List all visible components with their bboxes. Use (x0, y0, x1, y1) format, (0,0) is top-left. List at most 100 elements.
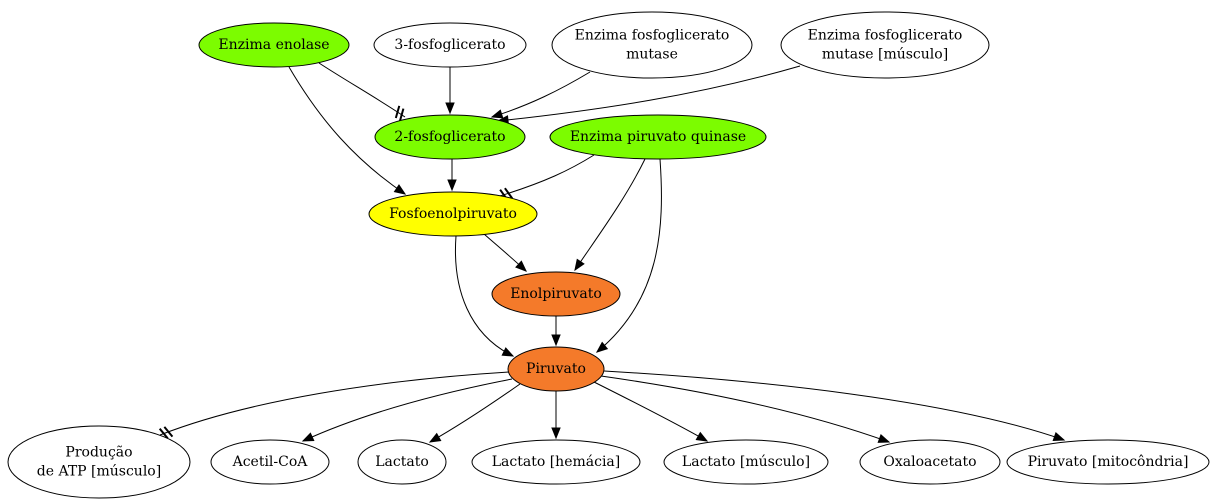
edge-line (288, 66, 406, 195)
node-label: Piruvato (526, 361, 586, 377)
node-label: mutase (626, 47, 678, 63)
edge-piruvato_quinase-to-enolpiruvato (574, 158, 646, 272)
node-shape (373, 22, 527, 68)
arrowhead (515, 260, 527, 272)
node-label: Enolpiruvato (510, 286, 602, 302)
arrowhead (574, 258, 585, 272)
node-label: Produção (65, 445, 132, 461)
inhibit-mark (399, 108, 405, 122)
node-piruvato: Piruvato (507, 346, 605, 392)
node-label: Enzima fosfoglicerato (808, 28, 963, 44)
edge-line (600, 375, 890, 443)
node-lactato: Lactato (357, 439, 447, 485)
node-fosfoglicerato2: 2-fosfoglicerato (374, 114, 526, 160)
inhibit-mark (163, 426, 174, 438)
arrowhead (551, 427, 561, 440)
inhibit-mark (504, 187, 514, 200)
node-producao-atp: Produção de ATP [músculo] (7, 425, 191, 499)
edge-line (603, 370, 1065, 441)
edge-piruvato-to-lactato_hemacia (551, 391, 561, 440)
node-label: mutase [músculo] (822, 47, 948, 63)
edge-line (574, 158, 646, 271)
node-piruvato-mitocondria: Piruvato [mitocôndria] (1006, 439, 1210, 485)
node-label: de ATP [músculo] (37, 464, 161, 480)
edge-piruvato-to-acetil_coa (301, 378, 513, 442)
node-shape (198, 22, 350, 68)
node-lactato-musculo: Lactato [músculo] (663, 439, 829, 485)
inhibit-mark (394, 105, 401, 119)
node-label: Enzima enolase (218, 37, 329, 53)
edge-enolase-to-fosfoenolpiruvato (288, 66, 407, 195)
edge-enolase-to-fosfoglicerato2 (318, 62, 406, 122)
node-label: Lactato [hemácia] (492, 454, 620, 470)
edge-fosfoglicerato2-to-fosfoenolpiruvato (447, 159, 457, 192)
edges-layer (158, 62, 1066, 443)
edge-line (159, 371, 510, 436)
node-shape (507, 346, 605, 392)
node-piruvato-quinase: Enzima piruvato quinase (549, 114, 767, 160)
node-label: Fosfoenolpiruvato (389, 206, 517, 222)
edge-piruvato_quinase-to-piruvato (595, 158, 662, 353)
node-mutase-musculo: Enzima fosfoglicerato mutase [músculo] (780, 11, 990, 79)
arrowhead (501, 347, 515, 357)
arrowhead (877, 433, 891, 443)
edge-piruvato_quinase-to-fosfoenolpiruvato (499, 154, 595, 201)
edge-enolpiruvato-to-piruvato (551, 316, 561, 347)
edge-line (429, 383, 521, 443)
node-shape (7, 425, 191, 499)
edge-fosfoglicerato3-to-fosfoglicerato2 (445, 67, 455, 115)
edge-fosfoenolpiruvato-to-piruvato (454, 235, 515, 357)
node-shape (780, 11, 990, 79)
node-enolpiruvato: Enolpiruvato (491, 271, 621, 317)
arrowhead (595, 341, 609, 353)
node-shape (1006, 439, 1210, 485)
node-mutase: Enzima fosfoglicerato mutase (551, 11, 753, 79)
node-label: Enzima piruvato quinase (570, 129, 746, 145)
edge-line (454, 235, 514, 357)
node-shape (663, 439, 829, 485)
node-fosfoenolpiruvato: Fosfoenolpiruvato (368, 191, 538, 237)
inhibit-mark (158, 428, 169, 440)
edge-line (302, 378, 513, 442)
edge-piruvato-to-lactato_musculo (593, 381, 709, 442)
edge-line (497, 65, 801, 122)
edge-line (318, 62, 406, 118)
node-label: 3-fosfoglicerato (394, 37, 505, 53)
arrowhead (428, 432, 442, 443)
edge-line (596, 158, 662, 353)
node-shape (471, 439, 641, 485)
edge-piruvato-to-producao_atp (158, 371, 510, 440)
edge-line (593, 381, 708, 442)
node-label: Enzima fosfoglicerato (575, 28, 730, 44)
arrowhead (445, 102, 455, 115)
node-enolase: Enzima enolase (198, 22, 350, 68)
node-shape (859, 439, 1001, 485)
node-lactato-hemacia: Lactato [hemácia] (471, 439, 641, 485)
node-shape (551, 11, 753, 79)
arrowhead (1052, 432, 1066, 441)
node-label: 2-fosfoglicerato (394, 129, 505, 145)
arrowhead (490, 109, 504, 119)
edge-fosfoenolpiruvato-to-enolpiruvato (483, 233, 527, 272)
arrowhead (447, 179, 457, 192)
arrowhead (695, 431, 709, 442)
node-oxaloacetato: Oxaloacetato (859, 439, 1001, 485)
node-shape (210, 439, 330, 485)
node-shape (357, 439, 447, 485)
nodes-layer: Enzima enolase 3-fosfoglicerato Enzima fos… (7, 11, 1210, 499)
edge-line (499, 154, 595, 197)
node-label: Piruvato [mitocôndria] (1028, 454, 1189, 470)
node-shape (374, 114, 526, 160)
node-shape (491, 271, 621, 317)
node-label: Oxaloacetato (883, 454, 976, 470)
node-label: Acetil-CoA (232, 454, 309, 470)
edge-line (491, 71, 591, 118)
edge-piruvato-to-lactato (428, 383, 521, 443)
node-acetil-coa: Acetil-CoA (210, 439, 330, 485)
node-shape (549, 114, 767, 160)
node-fosfoglicerato3: 3-fosfoglicerato (373, 22, 527, 68)
node-shape (368, 191, 538, 237)
edge-piruvato-to-piruvato_mitocondria (603, 370, 1066, 441)
node-label: Lactato [músculo] (682, 454, 810, 470)
